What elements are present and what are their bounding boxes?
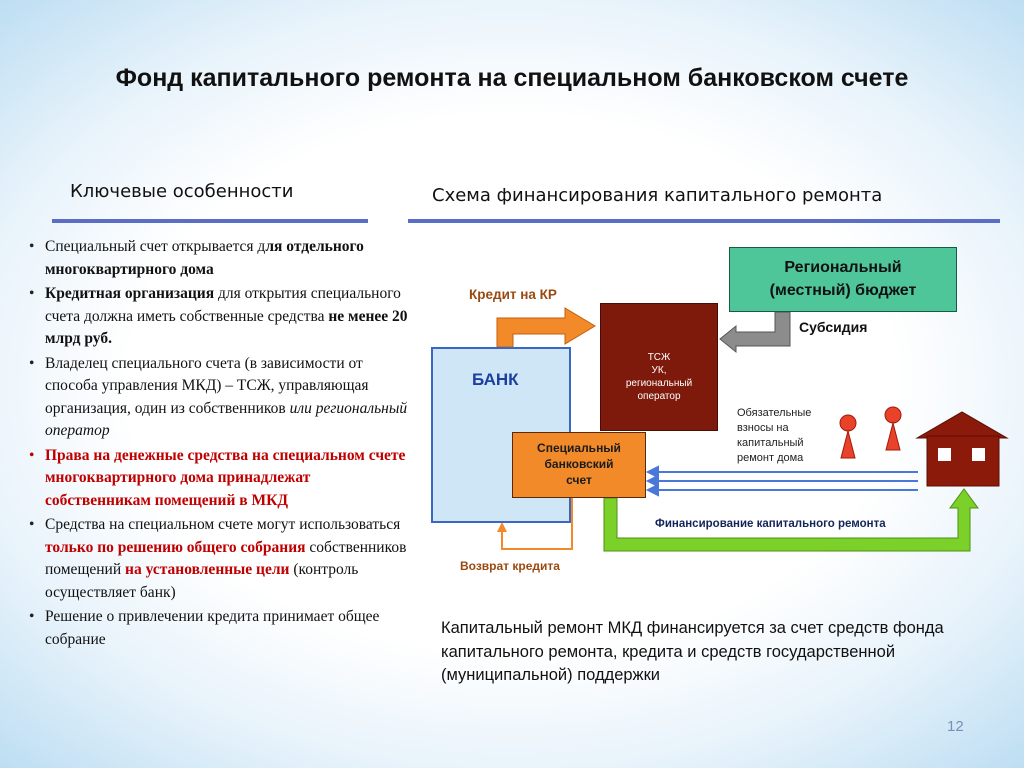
feature-text: Владелец специального счета (в зависимос…: [45, 354, 369, 417]
feature-text: или региональный оператор: [45, 399, 408, 440]
feature-text: Права на денежные средства на специально…: [45, 446, 406, 509]
feature-item: Владелец специального счета (в зависимос…: [24, 353, 412, 443]
credit-arrow: [496, 307, 596, 348]
feature-item: Специальный счет открывается для отдельн…: [24, 236, 412, 281]
account-owner-label: ТСЖ УК, региональный оператор: [625, 352, 693, 402]
loan-return-arrow: [501, 498, 573, 550]
feature-item: Средства на специальном счете могут испо…: [24, 514, 412, 604]
feature-item: Кредитная организация для открытия специ…: [24, 283, 412, 351]
account-owner-box: [600, 303, 718, 431]
resident-icon: [884, 406, 902, 451]
feature-text: на установленные цели: [125, 561, 290, 578]
page-title: Фонд капитального ремонта на специальном…: [115, 64, 909, 92]
contribution-arrows: [645, 465, 918, 497]
feature-text: не менее 20 млрд руб.: [45, 307, 408, 348]
key-features-list: Специальный счет открывается для отдельн…: [24, 236, 412, 653]
key-features-underline: [52, 219, 368, 223]
feature-text: Кредитная организация: [45, 285, 215, 302]
special-account-box: [512, 432, 646, 498]
loan-return-arrowhead: [497, 522, 507, 532]
loan-return-label: Возврат кредита: [460, 559, 560, 573]
budget-box: [729, 247, 957, 312]
feature-text: только по решению общего собрания: [45, 538, 306, 556]
feature-item: Права на денежные средства на специально…: [24, 445, 412, 513]
key-features-heading: Ключевые особенности: [70, 181, 294, 202]
feature-item: Решение о привлечении кредита принимает …: [24, 606, 412, 651]
financing-scheme-underline: [408, 219, 1000, 223]
feature-text: Специальный счет открывается д: [45, 238, 266, 255]
feature-text: Средства на специальном счете могут испо…: [45, 516, 401, 533]
funding-label: Финансирование капитального ремонта: [655, 518, 886, 530]
conclusion-text: Капитальный ремонт МКД финансируется за …: [441, 619, 944, 684]
financing-scheme-heading: Схема финансирования капитального ремонт…: [432, 185, 883, 206]
subsidy-arrow: [719, 311, 791, 354]
subsidy-label: Субсидия: [799, 319, 868, 335]
contributions-label: Обязательные взносы на капитальный ремон…: [737, 407, 812, 464]
feature-text: Решение о привлечении кредита принимает …: [45, 608, 380, 648]
special-account-label: Специальный банковский счет: [537, 441, 621, 487]
credit-label: Кредит на КР: [469, 287, 557, 302]
feature-text: ля отдельного многоквартирного дома: [45, 238, 364, 278]
page-number: 12: [947, 718, 964, 735]
bank-label: БАНК: [472, 370, 519, 389]
feature-text: для открытия специального счета должна и…: [45, 285, 401, 325]
house-icon: [915, 411, 1009, 487]
budget-label: Региональный (местный) бюджет: [769, 259, 917, 299]
funding-arrow: [603, 488, 979, 552]
feature-text: (контроль осуществляет банк): [45, 561, 359, 601]
resident-icon: [839, 414, 857, 459]
feature-text: собственников помещений: [45, 538, 407, 579]
